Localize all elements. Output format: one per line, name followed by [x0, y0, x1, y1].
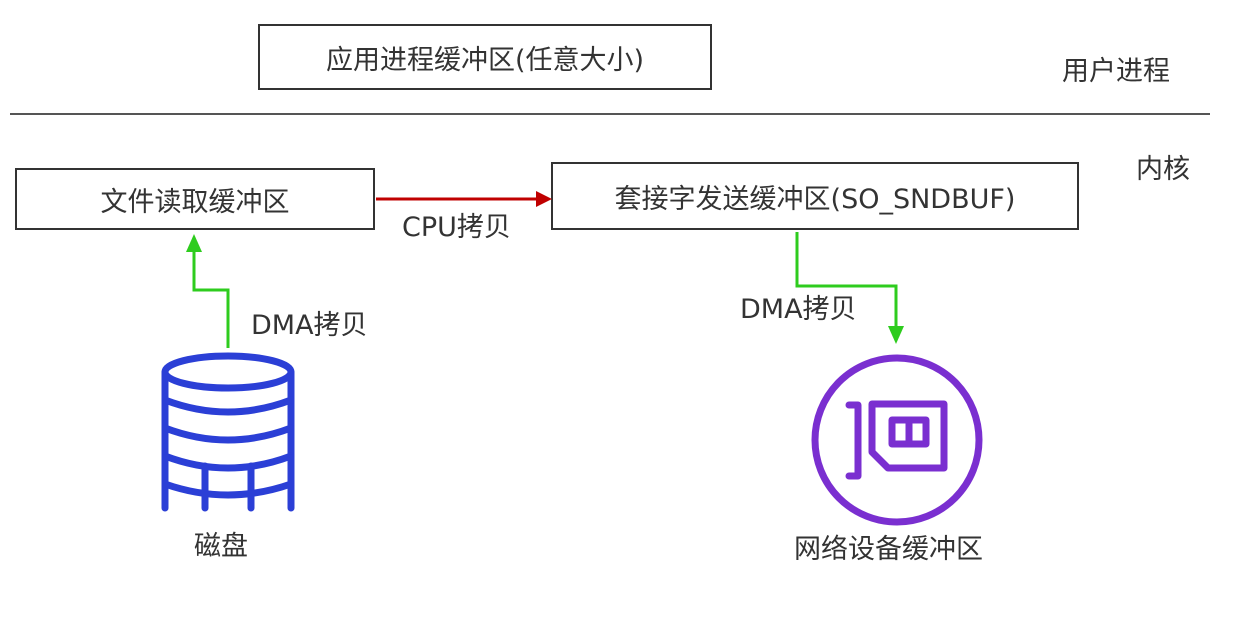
user-kernel-divider [10, 113, 1210, 115]
network-card-icon [811, 354, 983, 526]
app-process-buffer-label: 应用进程缓冲区(任意大小) [325, 44, 645, 76]
socket-send-buffer-box: 套接字发送缓冲区(SO_SNDBUF) [551, 162, 1079, 230]
file-read-buffer-label: 文件读取缓冲区 [100, 186, 290, 218]
dma-copy-disk-label: DMA拷贝 [251, 310, 368, 341]
user-process-region-label: 用户进程 [1062, 56, 1170, 87]
dma-copy-disk-arrow [186, 234, 230, 348]
dma-copy-nic-arrow [795, 232, 904, 344]
file-read-buffer-box: 文件读取缓冲区 [15, 168, 375, 230]
database-icon [161, 352, 295, 512]
cpu-copy-label: CPU拷贝 [402, 212, 511, 243]
dma-copy-nic-label: DMA拷贝 [740, 294, 857, 325]
socket-send-buffer-label: 套接字发送缓冲区(SO_SNDBUF) [614, 183, 1016, 215]
disk-label: 磁盘 [194, 531, 248, 562]
app-process-buffer-box: 应用进程缓冲区(任意大小) [258, 24, 712, 90]
nic-buffer-label: 网络设备缓冲区 [794, 534, 983, 565]
kernel-region-label: 内核 [1136, 154, 1190, 185]
cpu-copy-arrow [376, 191, 552, 207]
